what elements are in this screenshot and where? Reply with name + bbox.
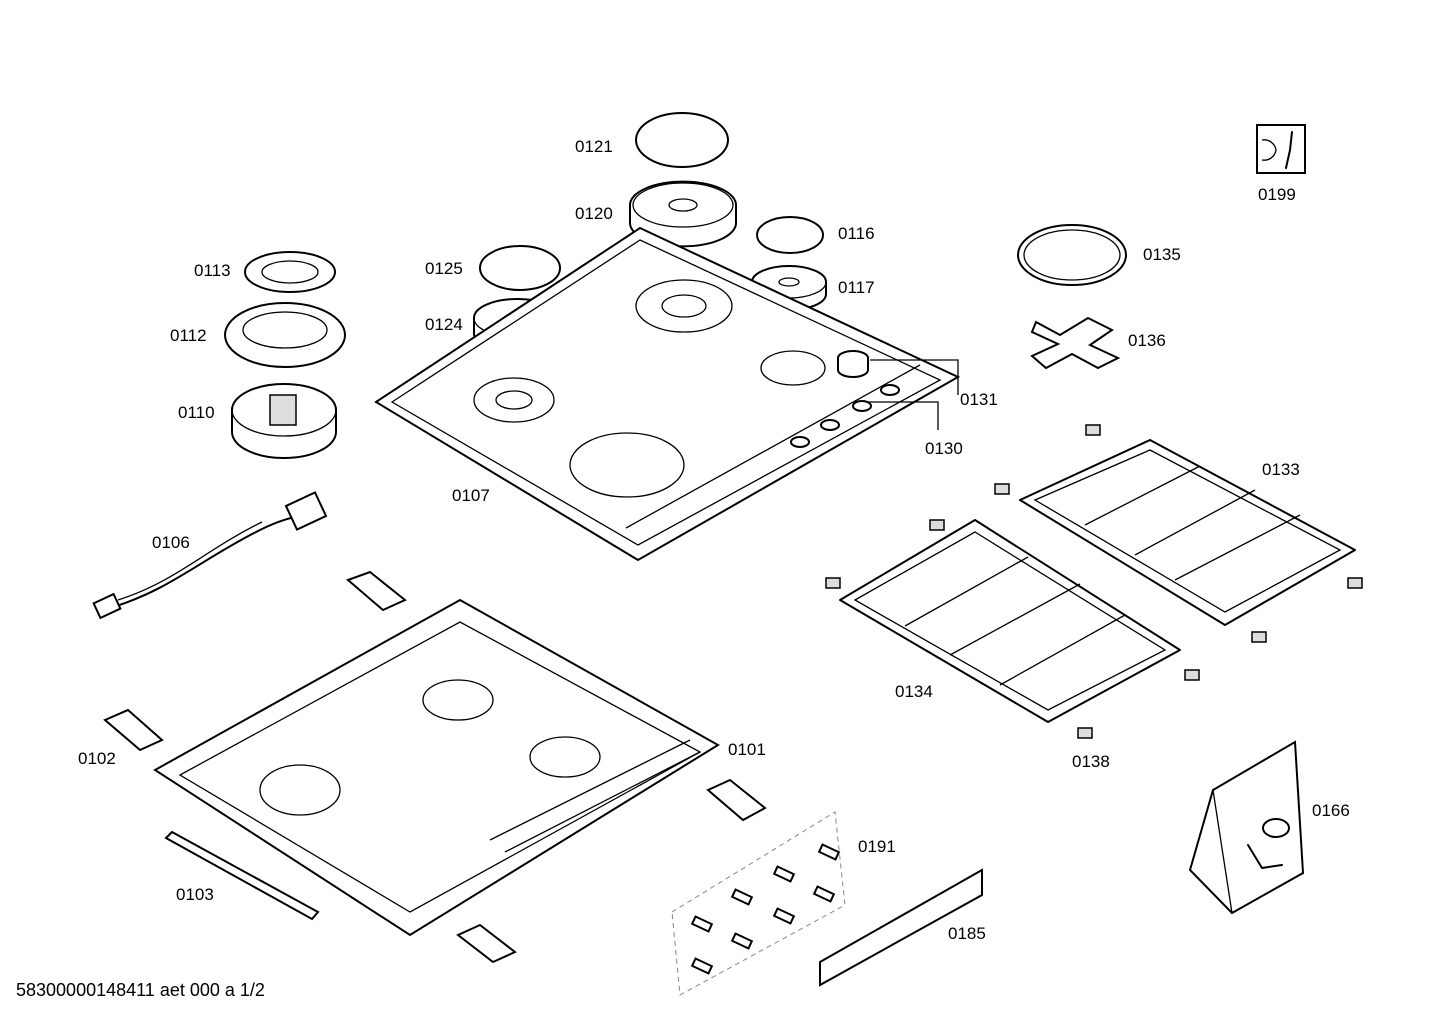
gas-connector-kit bbox=[1188, 740, 1305, 915]
rubber-feet bbox=[825, 424, 1363, 739]
wrench-icon bbox=[1256, 124, 1306, 174]
label-0103: 0103 bbox=[176, 885, 214, 904]
pan-support-left bbox=[839, 519, 1181, 723]
wok-cap bbox=[244, 251, 336, 293]
label-0131: 0131 bbox=[960, 390, 998, 409]
control-knob bbox=[837, 350, 869, 378]
wok-burner-base bbox=[231, 383, 337, 459]
power-cable bbox=[92, 491, 328, 620]
label-0191: 0191 bbox=[858, 837, 896, 856]
burner-cap-small bbox=[756, 216, 824, 254]
label-0125: 0125 bbox=[425, 259, 463, 278]
simmer-plate bbox=[1030, 316, 1121, 370]
wok-support bbox=[1017, 224, 1127, 286]
base-tray bbox=[153, 598, 720, 937]
label-0112: 0112 bbox=[170, 326, 207, 345]
label-0106: 0106 bbox=[152, 533, 190, 552]
label-0134: 0134 bbox=[895, 682, 933, 701]
label-0116: 0116 bbox=[838, 224, 875, 243]
label-0120: 0120 bbox=[575, 204, 613, 223]
label-0199: 0199 bbox=[1258, 185, 1296, 204]
label-0136: 0136 bbox=[1128, 331, 1166, 350]
hob-top-plate bbox=[374, 226, 961, 562]
wok-ring bbox=[224, 302, 346, 368]
leader-0130 bbox=[868, 401, 939, 430]
label-0113: 0113 bbox=[194, 261, 231, 280]
label-0117: 0117 bbox=[838, 278, 875, 297]
label-0133: 0133 bbox=[1262, 460, 1300, 479]
label-0121: 0121 bbox=[575, 137, 613, 156]
label-0185: 0185 bbox=[948, 924, 986, 943]
label-0138: 0138 bbox=[1072, 752, 1110, 771]
strip-0185 bbox=[819, 868, 983, 987]
label-0107: 0107 bbox=[452, 486, 490, 505]
document-footer: 58300000148411 aet 000 a 1/2 bbox=[16, 980, 265, 1000]
label-0135: 0135 bbox=[1143, 245, 1181, 264]
label-0124: 0124 bbox=[425, 315, 463, 334]
label-0101: 0101 bbox=[728, 740, 766, 759]
burner-cap-large bbox=[635, 112, 729, 168]
label-0130: 0130 bbox=[925, 439, 963, 458]
leader-0131 bbox=[870, 359, 959, 395]
label-0166: 0166 bbox=[1312, 801, 1350, 820]
seal-strip bbox=[164, 830, 320, 921]
burner-cap-medium bbox=[479, 245, 561, 291]
mounting-clips bbox=[103, 570, 767, 964]
screw-set bbox=[671, 811, 846, 996]
label-0102: 0102 bbox=[78, 749, 116, 768]
pan-support-right bbox=[1019, 439, 1356, 626]
label-0110: 0110 bbox=[178, 403, 215, 422]
